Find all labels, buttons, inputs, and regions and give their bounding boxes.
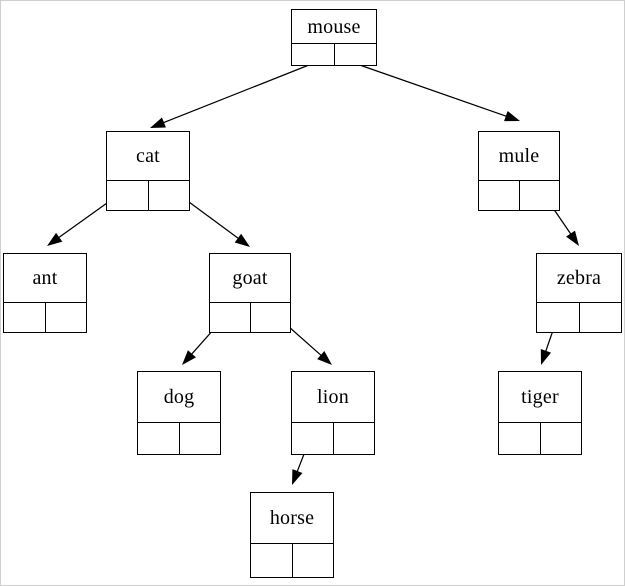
- tree-node-label: dog: [138, 372, 220, 423]
- tree-node-pointer-cells: [292, 423, 374, 454]
- edge-arrowhead: [182, 350, 197, 365]
- tree-node-left-pointer-cell: [251, 544, 293, 577]
- tree-node-pointer-cells: [210, 303, 290, 332]
- tree-edge-mouse-to-mule: [353, 62, 520, 122]
- tree-node-right-pointer-cell: [541, 423, 582, 454]
- tree-node-label: cat: [107, 132, 189, 181]
- tree-node-pointer-cells: [138, 423, 220, 454]
- tree-node-right-pointer-cell: [580, 303, 622, 332]
- edge-arrowhead: [47, 232, 63, 246]
- tree-node-left-pointer-cell: [537, 303, 580, 332]
- tree-node-label: ant: [4, 254, 86, 303]
- tree-node-right-pointer-cell: [251, 303, 291, 332]
- tree-node-pointer-cells: [292, 44, 376, 65]
- tree-node-mule: mule: [478, 131, 560, 211]
- tree-node-pointer-cells: [251, 544, 333, 577]
- tree-node-right-pointer-cell: [149, 181, 190, 210]
- tree-node-label: tiger: [499, 372, 581, 423]
- edge-arrowhead: [292, 469, 303, 485]
- tree-node-dog: dog: [137, 371, 221, 455]
- tree-node-ant: ant: [3, 253, 87, 333]
- tree-node-right-pointer-cell: [293, 544, 334, 577]
- tree-node-pointer-cells: [479, 181, 559, 210]
- tree-node-left-pointer-cell: [107, 181, 149, 210]
- tree-node-pointer-cells: [537, 303, 621, 332]
- tree-node-label: lion: [292, 372, 374, 423]
- tree-node-left-pointer-cell: [4, 303, 46, 332]
- tree-node-left-pointer-cell: [499, 423, 541, 454]
- tree-node-label: horse: [251, 493, 333, 544]
- tree-node-label: goat: [210, 254, 290, 303]
- tree-node-label: zebra: [537, 254, 621, 303]
- tree-node-mouse: mouse: [291, 9, 377, 66]
- tree-node-left-pointer-cell: [138, 423, 180, 454]
- edge-arrowhead: [150, 117, 166, 128]
- tree-node-pointer-cells: [107, 181, 189, 210]
- tree-node-cat: cat: [106, 131, 190, 211]
- tree-node-right-pointer-cell: [335, 44, 377, 65]
- edge-arrowhead: [504, 110, 520, 122]
- edge-arrowhead: [234, 233, 250, 247]
- tree-node-left-pointer-cell: [210, 303, 251, 332]
- tree-node-horse: horse: [250, 492, 334, 578]
- edge-arrowhead: [317, 351, 332, 365]
- tree-node-label: mouse: [292, 10, 376, 44]
- tree-node-zebra: zebra: [536, 253, 622, 333]
- tree-node-left-pointer-cell: [292, 423, 334, 454]
- tree-node-label: mule: [479, 132, 559, 181]
- tree-node-left-pointer-cell: [292, 44, 335, 65]
- tree-node-right-pointer-cell: [520, 181, 560, 210]
- tree-node-right-pointer-cell: [334, 423, 375, 454]
- tree-node-lion: lion: [291, 371, 375, 455]
- tree-edge-mouse-to-cat: [150, 62, 315, 128]
- edge-arrowhead: [540, 349, 552, 365]
- tree-node-tiger: tiger: [498, 371, 582, 455]
- edge-arrowhead: [566, 230, 579, 246]
- tree-node-right-pointer-cell: [180, 423, 221, 454]
- edge-line: [353, 62, 509, 118]
- tree-node-left-pointer-cell: [479, 181, 520, 210]
- tree-node-right-pointer-cell: [46, 303, 87, 332]
- tree-node-pointer-cells: [499, 423, 581, 454]
- edge-line: [160, 62, 315, 125]
- tree-node-goat: goat: [209, 253, 291, 333]
- tree-node-pointer-cells: [4, 303, 86, 332]
